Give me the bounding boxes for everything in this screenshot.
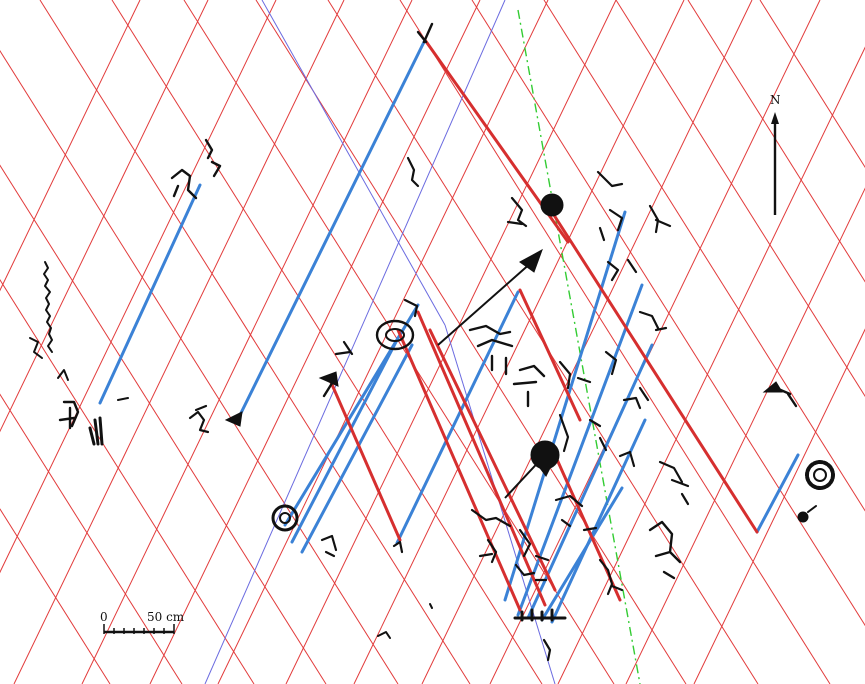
grid-line [625, 187, 865, 684]
engraving-comb [88, 416, 104, 446]
grid-line [0, 164, 327, 684]
reference-line [204, 0, 506, 684]
grid-line [0, 508, 111, 684]
engraving-band [43, 261, 53, 353]
grid-line [759, 0, 865, 168]
north-arrow-head [771, 112, 779, 124]
grid-line [81, 0, 413, 684]
north-arrow: N [770, 93, 781, 215]
meridian-line [517, 9, 641, 684]
grid-line [543, 0, 865, 512]
grid-line [255, 0, 687, 684]
grid-line [39, 0, 471, 684]
engraving-comb [513, 608, 567, 622]
engraving-figure [648, 520, 682, 580]
ring-engraving-inner [813, 468, 827, 482]
engraving-mark [117, 397, 129, 401]
engraving-figure [558, 413, 636, 468]
circle-engraving [271, 504, 299, 532]
engraving-figure [58, 400, 80, 430]
sight-line [437, 261, 533, 346]
azimuth-line [300, 343, 414, 554]
scale-length-label: 50 cm [147, 610, 185, 624]
azimuth-line [290, 336, 400, 544]
black-disc-tail [539, 467, 551, 477]
engraving-mark [807, 505, 817, 513]
black-disc-marker [530, 440, 560, 470]
alignment-line [328, 378, 402, 542]
engraving-mark [322, 378, 336, 398]
engraving-figure [554, 494, 598, 532]
oval-shield-engraving [375, 319, 415, 351]
engraving-figure [558, 350, 650, 410]
grid-line [13, 0, 345, 684]
engraving-figure [598, 558, 624, 596]
engraving-figure [334, 298, 419, 356]
engraving-triangle [224, 411, 243, 427]
engraving-figure [506, 196, 528, 228]
grid-line [0, 49, 399, 684]
grid-line [687, 0, 865, 283]
engraving-figure [170, 138, 222, 200]
engraving-figure [320, 534, 338, 558]
alignment-line [518, 288, 582, 422]
azimuth-line [755, 453, 800, 534]
grid-line [0, 0, 209, 433]
engraving-figure [658, 460, 690, 506]
grid-line [217, 0, 549, 684]
reference-line [261, 0, 446, 326]
grid-line [421, 0, 753, 684]
grid-line [471, 0, 865, 627]
alignment-line [550, 210, 759, 534]
azimuth-line [516, 283, 644, 617]
engraving-figure [596, 170, 672, 242]
grid-line [285, 0, 617, 684]
grid-line [0, 393, 183, 684]
alignment-lines [328, 38, 759, 612]
grid-line [399, 0, 831, 684]
azimuth-line [526, 343, 654, 620]
alignment-line [428, 328, 557, 592]
engraving-figure [406, 156, 420, 188]
azimuth-line [238, 38, 427, 417]
azimuth-line [98, 183, 202, 405]
oval-shield-inner [385, 328, 405, 342]
alignment-line [396, 328, 522, 612]
grid-line [557, 46, 865, 684]
grid-line [149, 0, 481, 684]
engraving-figure [188, 404, 210, 434]
engraving-figure [470, 508, 550, 564]
engravings [29, 22, 835, 662]
scale-bar: 0 50 cm [100, 610, 185, 634]
grid-line [111, 0, 543, 684]
engraving-figure [29, 337, 69, 381]
engraving-mark [392, 540, 404, 554]
grid-line [183, 0, 615, 684]
engraving-mark [377, 603, 433, 639]
engraving-figure [606, 258, 668, 332]
circle-engraving-inner [279, 512, 291, 524]
grid-line [353, 0, 685, 684]
grid-line [615, 0, 865, 398]
engraving-figure [416, 22, 434, 44]
north-label: N [770, 93, 781, 107]
grid-line [693, 328, 865, 684]
engraving-figure [514, 563, 548, 582]
engraving-mark [542, 638, 552, 662]
black-cone-marker [519, 248, 543, 273]
ring-engraving [805, 460, 835, 490]
scale-zero-label: 0 [100, 610, 108, 624]
black-disc-marker [540, 193, 564, 217]
animal-engravings [468, 324, 546, 408]
grid-line [0, 0, 141, 292]
black-dot-engraving [797, 511, 809, 523]
engraving-figure [774, 386, 798, 408]
